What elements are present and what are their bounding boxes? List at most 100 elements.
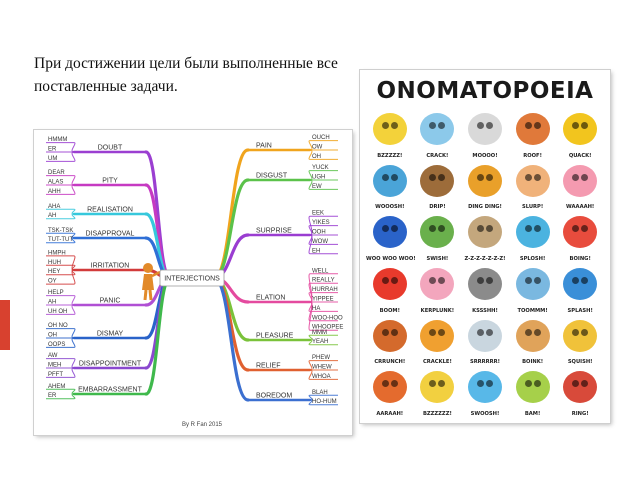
cartoon-illustration [372, 164, 407, 197]
leaf-connector [46, 304, 76, 315]
cartoon-illustration [420, 113, 455, 145]
sound-cell: TOOMMM! [509, 265, 557, 317]
leaf-label: HMMM [48, 137, 67, 143]
leaf-label: EEK [312, 211, 324, 217]
cartoon-illustration [372, 371, 407, 404]
sound-word: DING DING! [468, 204, 502, 211]
cartoon-illustration [372, 216, 407, 249]
branch-label: PANIC [100, 298, 121, 305]
leaf-label: OH [312, 154, 321, 160]
sound-cell: BZZZZZ! [366, 110, 414, 162]
sound-word: CRACK! [426, 152, 449, 159]
leaf-label: WOO-HOO [312, 315, 343, 321]
leaf-label: WELL [312, 268, 329, 274]
center-node: INTERJECTIONS [142, 263, 225, 301]
sound-word: BAM! [524, 411, 541, 417]
leaf-label: YUCK [312, 165, 329, 171]
sound-word: AARAAH! [376, 411, 404, 417]
leaf-label: HO-HUM [312, 399, 337, 405]
leaf-label: WHOA [312, 374, 331, 380]
cartoon-illustration [515, 268, 550, 300]
sound-word: SWISH! [426, 256, 449, 262]
sound-word: SPLOSH! [519, 256, 546, 262]
cartoon-illustration [467, 113, 502, 145]
sound-word: WAAAAH! [566, 204, 595, 211]
sound-word: QUACK! [568, 152, 592, 159]
sound-cell: KSSSHH! [461, 265, 509, 317]
leaf-label: HA [312, 306, 320, 312]
leaf-label: AH [48, 213, 56, 219]
leaf-label: MEH [48, 363, 61, 369]
leaf-connector [46, 184, 76, 195]
branch-label: DISGUST [256, 173, 288, 180]
leaf-label: ALAS [48, 180, 63, 186]
poster-title: ONOMATOPOEIA [376, 78, 594, 104]
person-icon [142, 263, 161, 301]
sound-word: SWOOSH! [470, 411, 500, 417]
leaf-label: UH OH [48, 309, 67, 315]
leaf-label: REALLY [312, 278, 335, 284]
sound-cell: DRIP! [414, 162, 462, 214]
leaf-label: YIPPEE [312, 297, 334, 303]
mind-map-svg: DOUBTHMMMERUMPITYDEARALASAHHREALISATIONA… [46, 135, 343, 428]
branch-label: SURPRISE [256, 228, 292, 235]
sound-word: Z-Z-Z-Z-Z-Z-Z! [464, 256, 506, 262]
branch-label: DOUBT [98, 145, 123, 152]
cartoon-illustration [563, 216, 598, 249]
leaf-label: UGH [312, 175, 325, 181]
sound-word: TOOMMM! [517, 307, 548, 314]
leaf-connector [308, 369, 338, 380]
leaf-label: OOPS [48, 342, 65, 348]
onomatopoeia-poster: ONOMATOPOEIA BZZZZZ!CRACK!MOOOO!ROOF!QUA… [360, 70, 610, 423]
sound-cell: BAM! [509, 368, 557, 420]
cartoon-illustration [467, 164, 502, 197]
leaf-label: ER [48, 147, 57, 153]
sound-cell: SLURP! [509, 162, 557, 214]
cartoon-illustration [515, 164, 550, 197]
sound-cell: WOO WOO WOO! [366, 213, 416, 265]
sound-word: SLURP! [521, 204, 544, 211]
sound-cell: KERPLUNK! [414, 265, 462, 317]
sound-cell: WOOOSH! [366, 162, 414, 214]
sound-word: BZZZZZZ! [422, 411, 452, 417]
leaf-label: YIKES [312, 220, 330, 226]
branch-label: PLEASURE [256, 333, 294, 340]
leaf-connector [46, 367, 76, 378]
sound-word: RING! [571, 411, 589, 417]
cartoon-illustration [515, 216, 550, 249]
sound-cell: WAAAAH! [556, 162, 604, 214]
leaf-label: HMPH [48, 250, 66, 256]
branch-label: PAIN [256, 143, 272, 150]
leaf-connector [308, 339, 338, 346]
cartoon-illustration [420, 319, 455, 352]
cartoon-illustration [420, 268, 455, 300]
sound-cell: CRRUNCH! [366, 317, 414, 369]
cartoon-illustration [563, 371, 598, 404]
sound-cell: SWOOSH! [461, 368, 509, 420]
branch-connector [212, 178, 250, 280]
cartoon-illustration [420, 371, 455, 404]
sound-word: ROOF! [523, 152, 542, 159]
leaf-label: DEAR [48, 170, 65, 176]
intro-text: При достижении цели были выполненные все… [34, 55, 338, 95]
cartoon-illustration [372, 319, 407, 352]
cartoon-illustration [467, 319, 502, 352]
sound-cell: SWISH! [414, 213, 462, 265]
sound-cell: BZZZZZZ! [414, 368, 462, 420]
sound-cell: BOOM! [366, 265, 414, 317]
cartoon-illustration [563, 319, 598, 352]
leaf-label: HELP [48, 290, 64, 296]
leaf-label: UM [48, 156, 57, 162]
leaf-label: BLAH [312, 390, 328, 396]
leaf-label: WHEW [312, 365, 332, 371]
sound-word: BOINK! [522, 359, 544, 366]
sound-cell: SPLASH! [556, 265, 604, 317]
sound-cell: QUACK! [556, 110, 604, 162]
leaf-label: HURRAH [312, 287, 338, 293]
cartoon-illustration [515, 113, 550, 145]
credit-text: By R Fan 2015 [182, 422, 223, 428]
branch-label: PITY [102, 178, 118, 185]
cartoon-illustration [515, 371, 550, 404]
leaf-connector [46, 393, 76, 400]
